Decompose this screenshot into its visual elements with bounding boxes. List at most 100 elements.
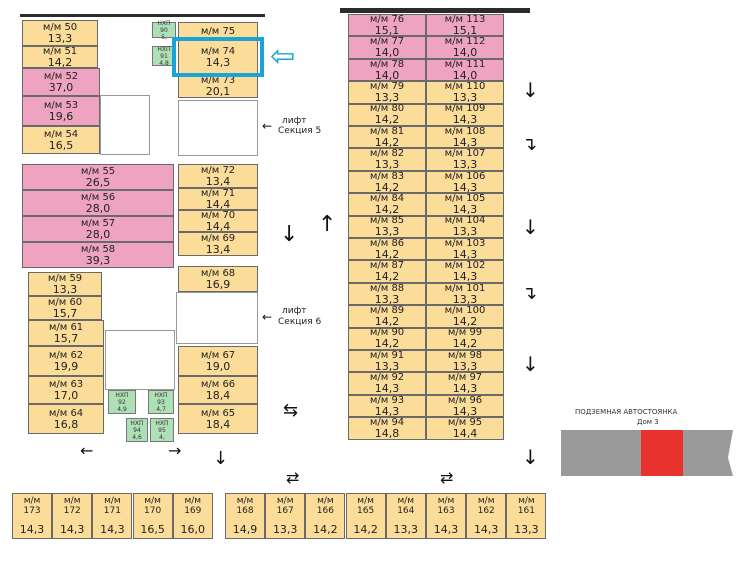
space-area: 16,8 <box>53 417 79 431</box>
space-value: 14,3 <box>100 523 125 536</box>
arrow-left-bottom: ⇄ <box>440 468 454 487</box>
space-area: 14,3 <box>452 247 478 261</box>
space-value: 14,3 <box>433 523 459 536</box>
space-label: м/м 71 <box>200 187 236 199</box>
space-label: м/м 100 <box>444 304 486 316</box>
storage-label: НХП <box>155 419 169 427</box>
space-label: м/м 83 <box>369 170 405 182</box>
space-label: м/м 81 <box>369 125 405 137</box>
space-area: 13,3 <box>52 282 78 296</box>
space-label: м/м 97 <box>447 372 483 384</box>
space-area: 13,3 <box>452 292 478 306</box>
space-label: м/м 77 <box>369 36 405 48</box>
storage-num: 95 <box>158 426 166 434</box>
storage-label: НХП <box>157 19 171 27</box>
lift-label-6: лифт <box>282 306 307 316</box>
space-area: 14,3 <box>205 55 231 69</box>
